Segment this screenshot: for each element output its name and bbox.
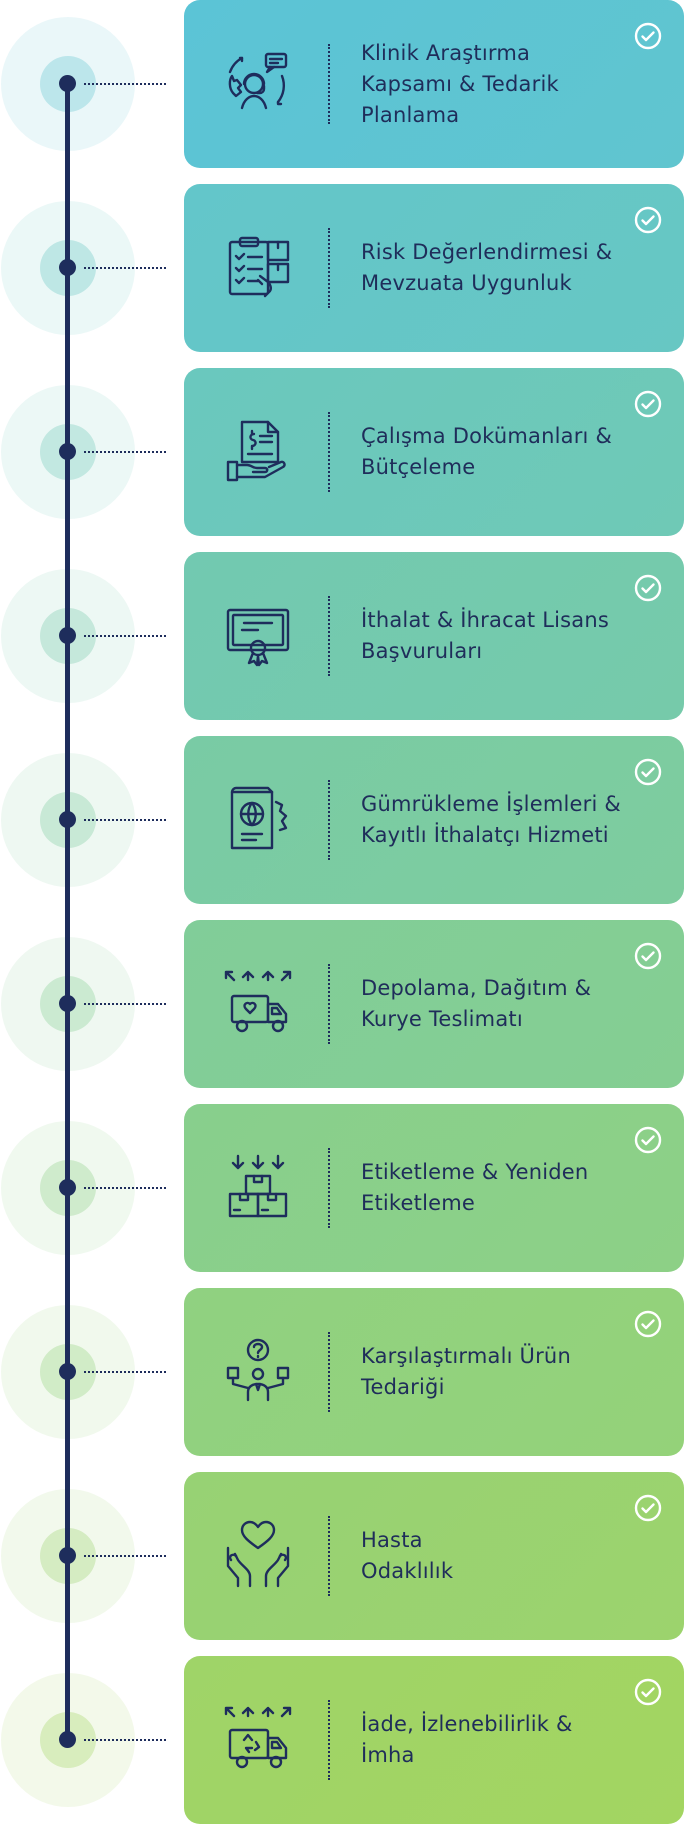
passport-icon [220,782,296,858]
timeline-node-dot [59,1547,76,1564]
timeline-node-dot [59,627,76,644]
check-circle-icon [634,390,662,418]
check-circle-icon [634,22,662,50]
timeline-node-dot [59,443,76,460]
check-circle-icon [634,758,662,786]
card-divider [328,44,330,124]
timeline-step: Çalışma Dokümanları &Bütçeleme [0,368,684,536]
step-card[interactable]: Depolama, Dağıtım &Kurye Teslimatı [184,920,684,1088]
person-question-icon [220,1334,296,1410]
card-divider [328,1516,330,1596]
timeline-node-dot [59,1179,76,1196]
step-title: Depolama, Dağıtım &Kurye Teslimatı [361,976,592,1031]
step-card[interactable]: Gümrükleme İşlemleri &Kayıtlı İthalatçı … [184,736,684,904]
card-divider [328,412,330,492]
step-title: İade, İzlenebilirlik &İmha [361,1712,573,1767]
check-circle-icon [634,574,662,602]
timeline-node-dot [59,75,76,92]
node-connector [84,635,166,637]
step-card[interactable]: Çalışma Dokümanları &Bütçeleme [184,368,684,536]
node-connector [84,1555,166,1557]
card-divider [328,1148,330,1228]
timeline-step: İade, İzlenebilirlik &İmha [0,1656,684,1824]
hands-heart-icon [220,1518,296,1594]
boxes-icon [220,1150,296,1226]
timeline-spine [65,82,70,1746]
step-title: Çalışma Dokümanları &Bütçeleme [361,424,613,479]
check-circle-icon [634,1494,662,1522]
card-divider [328,964,330,1044]
check-circle-icon [634,1310,662,1338]
card-divider [328,780,330,860]
check-circle-icon [634,1126,662,1154]
step-card[interactable]: İade, İzlenebilirlik &İmha [184,1656,684,1824]
card-divider [328,596,330,676]
timeline-step: Gümrükleme İşlemleri &Kayıtlı İthalatçı … [0,736,684,904]
card-divider [328,1700,330,1780]
check-circle-icon [634,942,662,970]
node-connector [84,1003,166,1005]
support-agent-icon [220,46,296,122]
step-title: Gümrükleme İşlemleri &Kayıtlı İthalatçı … [361,792,621,847]
check-circle-icon [634,1678,662,1706]
card-divider [328,228,330,308]
node-connector [84,819,166,821]
check-circle-icon [634,206,662,234]
timeline-node-dot [59,1363,76,1380]
delivery-truck-icon [220,966,296,1042]
timeline-node-dot [59,1731,76,1748]
timeline-node-dot [59,259,76,276]
node-connector [84,83,166,85]
node-connector [84,267,166,269]
timeline-node-dot [59,995,76,1012]
certificate-icon [220,598,296,674]
step-card[interactable]: Risk Değerlendirmesi &Mevzuata Uygunluk [184,184,684,352]
timeline-step: Depolama, Dağıtım &Kurye Teslimatı [0,920,684,1088]
timeline-node-dot [59,811,76,828]
card-divider [328,1332,330,1412]
node-connector [84,1371,166,1373]
timeline-step: Risk Değerlendirmesi &Mevzuata Uygunluk [0,184,684,352]
inventory-clipboard-icon [220,230,296,306]
node-connector [84,451,166,453]
invoice-hand-icon [220,414,296,490]
node-connector [84,1739,166,1741]
node-connector [84,1187,166,1189]
step-title: Risk Değerlendirmesi &Mevzuata Uygunluk [361,240,613,295]
recycle-truck-icon [220,1702,296,1778]
